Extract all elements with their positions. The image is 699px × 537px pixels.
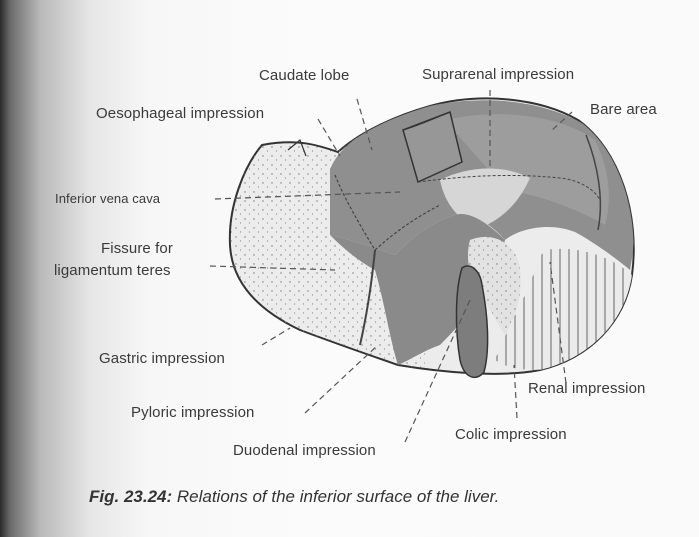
- label-bare-area: Bare area: [590, 101, 657, 118]
- label-inferior-vena-cava: Inferior vena cava: [55, 191, 160, 206]
- label-colic-impression: Colic impression: [455, 426, 567, 443]
- label-gastric-impression: Gastric impression: [99, 350, 225, 367]
- label-renal-impression: Renal impression: [528, 380, 645, 397]
- label-suprarenal-impression: Suprarenal impression: [422, 66, 574, 83]
- figure-caption-text: Relations of the inferior surface of the…: [177, 487, 500, 506]
- figure-number: Fig. 23.24:: [89, 487, 172, 506]
- label-oesophageal-impression: Oesophageal impression: [96, 105, 264, 122]
- label-caudate-lobe: Caudate lobe: [259, 67, 349, 84]
- label-fissure-line2: ligamentum teres: [54, 262, 171, 279]
- label-fissure-line1: Fissure for: [101, 240, 173, 257]
- label-duodenal-impression: Duodenal impression: [233, 442, 376, 459]
- label-pyloric-impression: Pyloric impression: [131, 404, 255, 421]
- figure-caption: Fig. 23.24: Relations of the inferior su…: [89, 487, 679, 507]
